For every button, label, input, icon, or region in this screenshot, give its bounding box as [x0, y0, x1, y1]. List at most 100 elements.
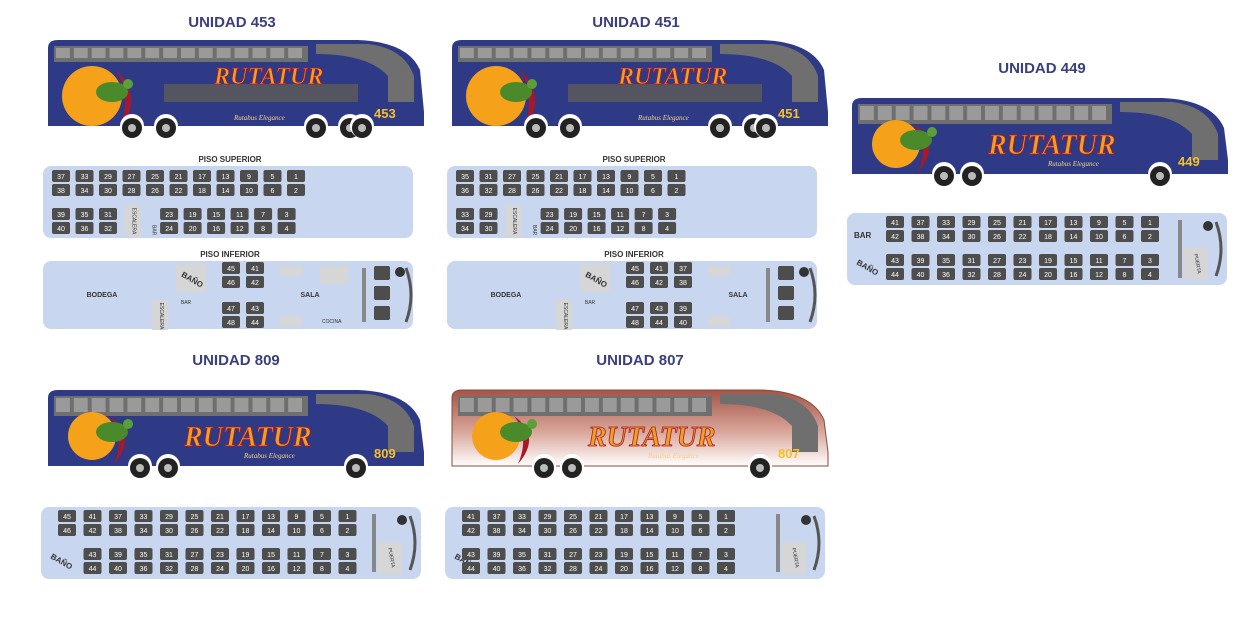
seat-number: 26 — [151, 188, 159, 195]
seat: 6 — [313, 524, 331, 536]
seat-shape — [513, 510, 531, 522]
seat-shape — [263, 184, 282, 196]
seat: 20 — [183, 222, 202, 234]
wheel-hub — [532, 124, 540, 132]
seat-number: 15 — [267, 552, 275, 559]
seat-number: 3 — [1148, 258, 1152, 265]
seat-number: 12 — [236, 226, 244, 233]
seat: 30 — [99, 184, 117, 196]
seat-number: 29 — [485, 212, 493, 219]
seat: 47 — [626, 302, 644, 314]
seat: 3 — [338, 548, 357, 560]
seat: 16 — [262, 562, 280, 574]
seat-number: 28 — [993, 272, 1001, 279]
seat: 18 — [573, 184, 592, 196]
seat: 27 — [564, 548, 582, 560]
seat: 21 — [169, 170, 188, 182]
seat-shape — [717, 524, 735, 536]
seat: 42 — [246, 276, 264, 288]
seat-shape — [109, 510, 127, 522]
seat-number: 38 — [57, 188, 65, 195]
seat-number: 30 — [104, 188, 112, 195]
turtle-mascot — [500, 82, 532, 102]
seat: 20 — [564, 222, 583, 234]
seat-number: 37 — [114, 514, 122, 521]
seat-shape — [658, 222, 677, 234]
seat: 27 — [122, 170, 141, 182]
seat-shape — [650, 316, 668, 328]
seat-number: 22 — [555, 188, 563, 195]
seat: 48 — [222, 316, 240, 328]
lounge-table — [708, 266, 730, 276]
seat: 42 — [886, 230, 904, 242]
bus-window-pane — [513, 48, 528, 58]
seat-number: 10 — [671, 528, 679, 535]
seat: 46 — [626, 276, 644, 288]
seat-shape — [338, 510, 357, 522]
seat: 23 — [160, 208, 179, 220]
seat-number: 30 — [968, 234, 976, 241]
seat-number: 13 — [1070, 220, 1078, 227]
seat-number: 27 — [569, 552, 577, 559]
seat-number: 23 — [1019, 258, 1027, 265]
seat: 7 — [691, 548, 710, 560]
bus-window-pane — [495, 48, 510, 58]
seat: 44 — [246, 316, 264, 328]
bus-window-pane — [638, 398, 653, 412]
seat-number: 43 — [251, 306, 259, 313]
seat: 43 — [246, 302, 264, 314]
seat: 33 — [937, 216, 955, 228]
bus-window-pane — [288, 398, 302, 412]
seat-shape — [564, 548, 582, 560]
seat-shape — [1141, 268, 1159, 280]
wheel-hub — [1156, 172, 1164, 180]
bus-window-pane — [73, 48, 88, 58]
seat-number: 20 — [242, 566, 250, 573]
seat-shape — [287, 524, 306, 536]
bus-window-pane — [913, 106, 928, 120]
seat: 7 — [634, 208, 653, 220]
seat: 44 — [886, 268, 904, 280]
seat-shape — [75, 208, 94, 220]
seat: 16 — [207, 222, 226, 234]
upper-deck-label-453: PISO SUPERIOR — [198, 155, 262, 164]
seat: 1 — [667, 170, 686, 182]
seat-shape — [540, 222, 559, 234]
seat-shape — [550, 170, 568, 182]
bus-window-pane — [216, 48, 231, 58]
seat: 29 — [538, 510, 557, 522]
bus-window-pane — [91, 48, 106, 58]
wheel-hub — [940, 172, 948, 180]
seat-shape — [626, 276, 644, 288]
seat-number: 35 — [942, 258, 950, 265]
seat-shape — [479, 184, 498, 196]
seat-number: 39 — [917, 258, 925, 265]
staircase-area — [505, 205, 521, 237]
seat-shape — [236, 510, 255, 522]
seat-shape — [134, 524, 153, 536]
door-label: PUERTA — [1192, 254, 1201, 275]
brand-logo: RUTATUR — [213, 64, 323, 90]
seat: 43 — [650, 302, 668, 314]
seat-number: 18 — [620, 528, 628, 535]
seat: 29 — [479, 208, 498, 220]
bus-window-pane — [692, 48, 706, 58]
bus-window-pane — [895, 106, 910, 120]
lower-deck-label-451: PISO INFERIOR — [604, 250, 664, 259]
seat: 38 — [52, 184, 70, 196]
wheel-hub — [566, 124, 574, 132]
brand-slogan: Rutabus Elegance — [233, 114, 285, 122]
seat-shape — [83, 524, 102, 536]
crew-seat — [374, 286, 390, 300]
turtle-head — [527, 419, 537, 429]
steering-wheel-icon — [395, 267, 405, 277]
seat: 28 — [185, 562, 204, 574]
seat-number: 48 — [631, 320, 639, 327]
seat-number: 19 — [569, 212, 577, 219]
seat-number: 48 — [227, 320, 235, 327]
bar-label: BAR — [854, 231, 872, 240]
seat-number: 41 — [467, 514, 475, 521]
seat: 34 — [937, 230, 955, 242]
seat-number: 2 — [675, 188, 679, 195]
